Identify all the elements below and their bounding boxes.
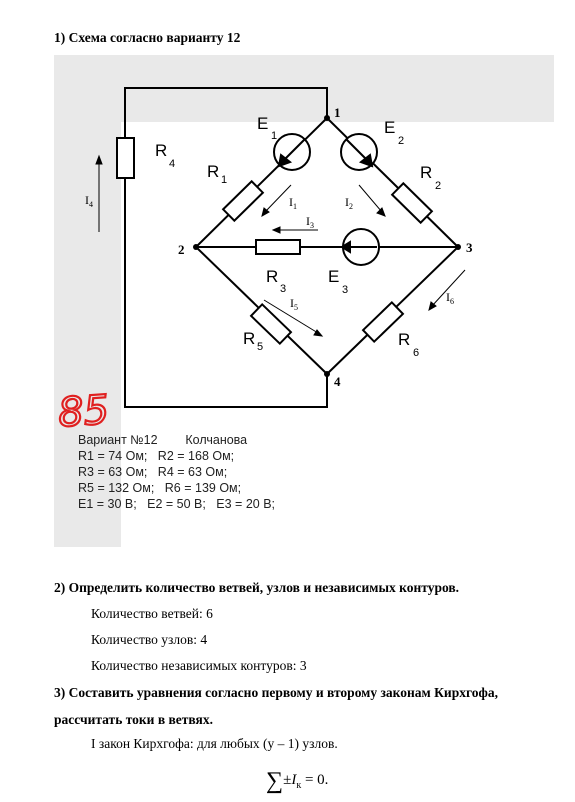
label-r4: R — [155, 141, 167, 160]
current-subscript: к — [296, 780, 302, 791]
node-label-3: 3 — [466, 240, 473, 255]
label-i1-sub: 1 — [293, 202, 297, 211]
label-i2-sub: 2 — [349, 202, 353, 211]
variant-info: Вариант №12 Колчанова R1 = 74 Ом; R2 = 1… — [78, 432, 275, 512]
label-i4: I — [85, 193, 89, 207]
label-i6-sub: 6 — [450, 297, 454, 306]
label-i3-sub: 3 — [310, 221, 314, 230]
label-r1-sub: 1 — [221, 174, 227, 186]
label-e3: E — [328, 267, 339, 286]
circuit-canvas — [121, 122, 575, 592]
label-i1: I — [289, 195, 293, 209]
label-i2: I — [345, 195, 349, 209]
kirchhoff-formula: ∑±Iк = 0. — [266, 768, 328, 795]
label-r2-sub: 2 — [435, 180, 441, 192]
section1-heading: 1) Схема согласно варианту 12 — [54, 30, 241, 45]
resistor-r6 — [361, 300, 405, 344]
label-r6-sub: 6 — [413, 347, 419, 359]
label-r5-sub: 5 — [257, 341, 263, 353]
node-label-1: 1 — [334, 105, 341, 120]
label-r3: R — [266, 267, 278, 286]
formula-rest: = 0. — [301, 772, 329, 788]
label-e3-sub: 3 — [342, 284, 348, 296]
variant-line-5: E1 = 30 В; E2 = 50 В; E3 = 20 В; — [78, 497, 276, 511]
label-e2-sub: 2 — [398, 135, 404, 147]
section3-heading: 3) Составить уравнения согласно первому … — [54, 685, 498, 727]
resistor-r4 — [116, 137, 135, 179]
plus-minus: ± — [283, 772, 292, 788]
node-label-2: 2 — [178, 242, 185, 257]
wire-top — [124, 87, 328, 408]
label-r6: R — [398, 330, 410, 349]
nodes-count: Количество узлов: 4 — [91, 632, 208, 647]
grade-mark: 85 — [57, 387, 111, 436]
label-i5: I — [290, 296, 294, 310]
circuit-figure — [54, 55, 575, 592]
label-r3-sub: 3 — [280, 283, 286, 295]
label-i5-sub: 5 — [294, 303, 298, 312]
branches-count: Количество ветвей: 6 — [91, 606, 213, 621]
section2-heading: 2) Определить количество ветвей, узлов и… — [54, 580, 460, 595]
label-e2: E — [384, 118, 395, 137]
label-i4-sub: 4 — [89, 200, 93, 209]
circuit-diagram: 1 2 3 4 E 1 E 2 E 3 R 1 R 2 R 3 R 4 R 5 … — [55, 87, 473, 438]
label-r1: R — [207, 162, 219, 181]
label-r5: R — [243, 329, 255, 348]
resistor-r5 — [249, 302, 293, 346]
label-i3: I — [306, 214, 310, 228]
resistor-r1 — [221, 179, 265, 223]
node-label-4: 4 — [334, 374, 341, 389]
current-symbol: I — [291, 772, 297, 788]
variant-line-1: Вариант №12 Колчанова — [78, 433, 248, 447]
kirchhoff-law-1: I закон Кирхгофа: для любых (y – 1) узло… — [91, 736, 338, 751]
loops-count: Количество независимых контуров: 3 — [91, 658, 307, 673]
label-r4-sub: 4 — [169, 158, 175, 170]
resistor-r2 — [390, 181, 434, 225]
variant-line-2: R1 = 74 Ом; R2 = 168 Ом; — [78, 449, 235, 463]
sigma-symbol: ∑ — [266, 768, 284, 794]
label-i6: I — [446, 290, 450, 304]
label-r2: R — [420, 163, 432, 182]
variant-line-4: R5 = 132 Ом; R6 = 139 Ом; — [78, 481, 242, 495]
variant-line-3: R3 = 63 Ом; R4 = 63 Ом; — [78, 465, 228, 479]
label-e1-sub: 1 — [271, 130, 277, 142]
label-e1: E — [257, 114, 268, 133]
resistor-r3 — [255, 239, 301, 255]
